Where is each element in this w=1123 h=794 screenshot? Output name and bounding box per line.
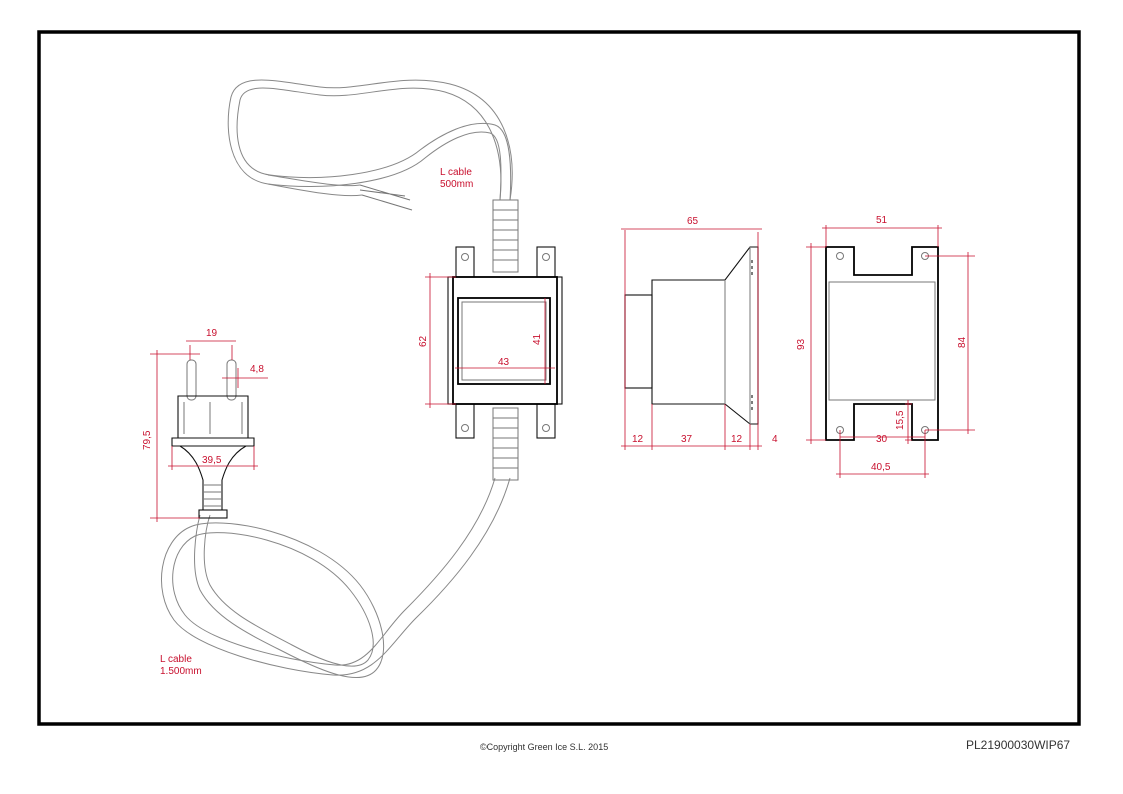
dim-front-inner-height: 41 — [532, 333, 543, 345]
cable-top — [227, 79, 513, 211]
cable-top-label-line1: L cable — [440, 167, 472, 178]
dim-front-inner-width: 43 — [498, 357, 510, 368]
cable-bottom — [161, 477, 511, 678]
cable-bottom-label-line2: 1.500mm — [160, 666, 202, 677]
dim-side-c: 12 — [731, 434, 743, 445]
cable-bottom-label-line1: L cable — [160, 654, 192, 665]
dim-back-hole-pitch: 84 — [957, 336, 968, 348]
dim-plug-pin-spacing: 19 — [206, 328, 218, 339]
dim-side-a: 12 — [632, 434, 644, 445]
dim-side-b: 37 — [681, 434, 693, 445]
front-view — [447, 199, 563, 481]
copyright-text: ©Copyright Green Ice S.L. 2015 — [480, 742, 609, 752]
drawing-code: PL21900030WIP67 — [966, 738, 1071, 752]
dim-plug-height: 79,5 — [142, 430, 153, 450]
dim-side-d: 4 — [772, 434, 778, 445]
dim-back-notch-width: 30 — [876, 434, 888, 445]
cable-top-label-line2: 500mm — [440, 179, 473, 190]
dim-back-width: 51 — [876, 215, 888, 226]
plug-drawing — [171, 359, 255, 519]
dimension-labels: 19 4,8 79,5 39,5 62 43 41 65 12 37 12 4 … — [142, 167, 968, 677]
dim-back-notch-height: 15,5 — [895, 410, 906, 430]
dimension-lines — [150, 225, 975, 522]
dim-side-total: 65 — [687, 216, 699, 227]
dim-plug-pin-diameter: 4,8 — [250, 364, 264, 375]
drawing-frame — [37, 30, 1081, 726]
side-view — [624, 246, 759, 425]
dim-back-height: 93 — [796, 338, 807, 350]
back-view — [825, 246, 939, 441]
dim-back-base-width: 40,5 — [871, 462, 891, 473]
dim-front-height: 62 — [418, 335, 429, 347]
dim-plug-width: 39,5 — [202, 455, 222, 466]
